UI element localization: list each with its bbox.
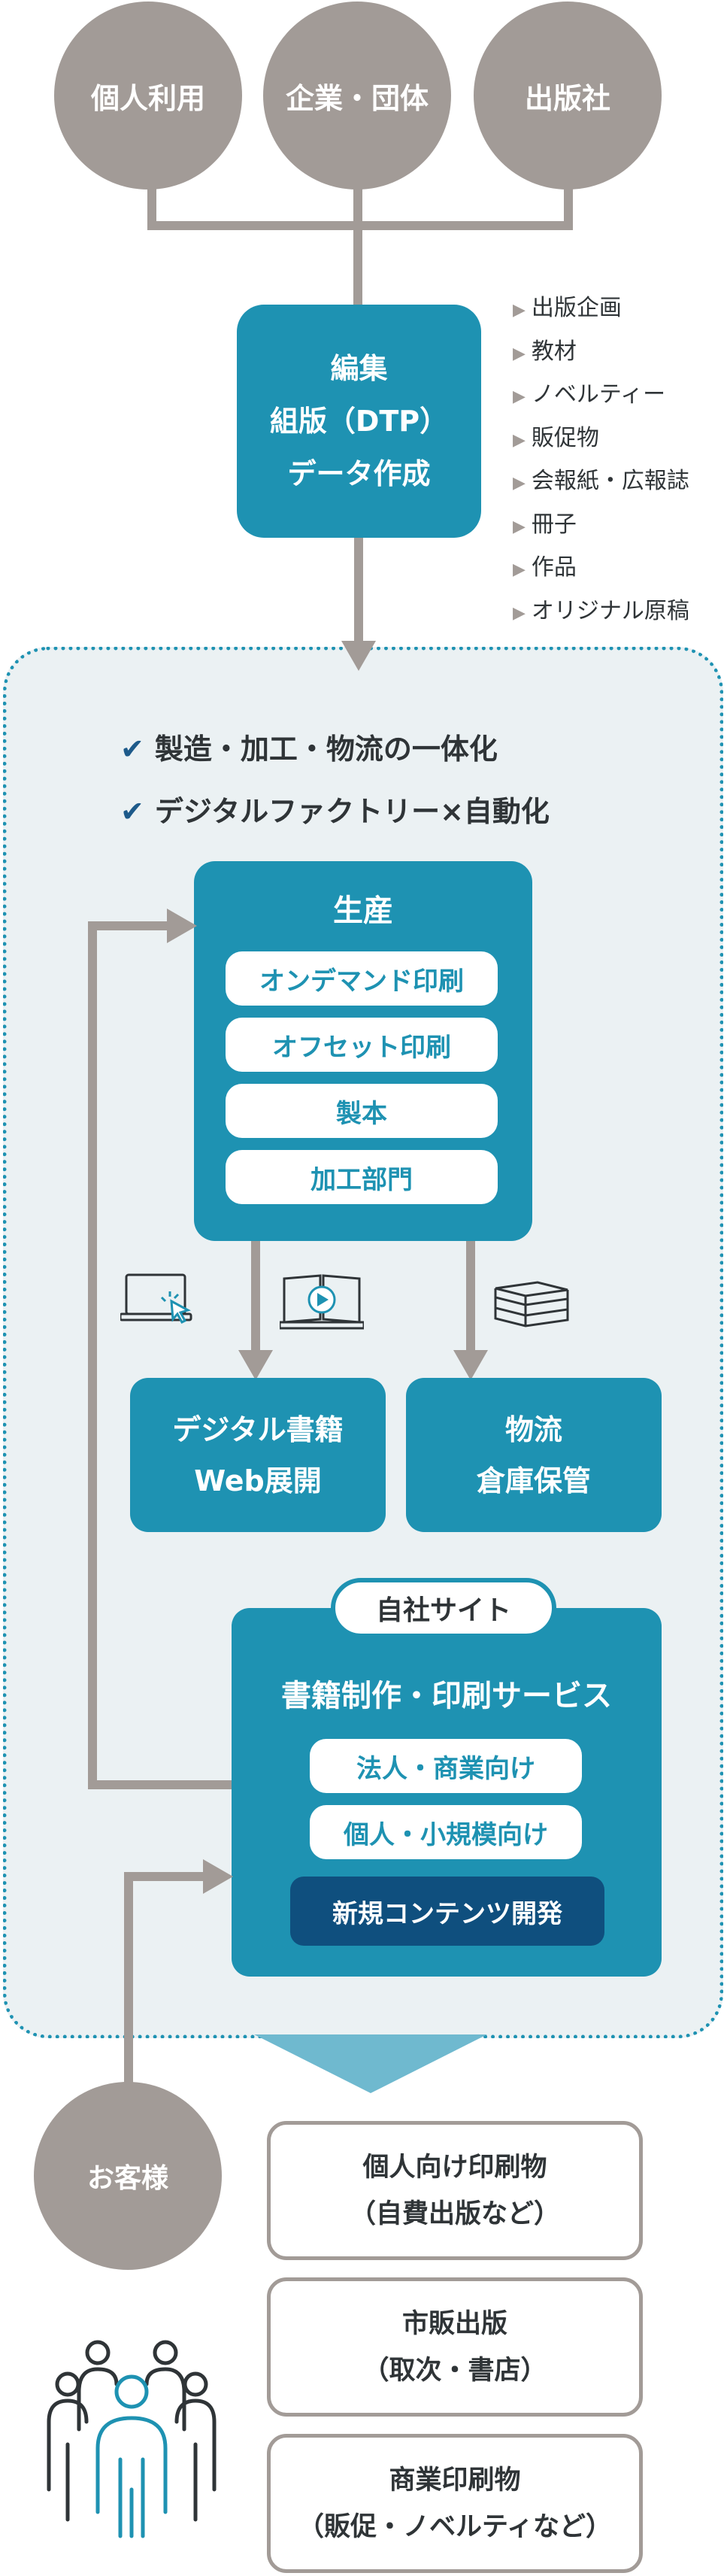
output-line: （取次・書店） — [362, 2355, 547, 2386]
own-site-tab: 自社サイト — [331, 1578, 556, 1638]
source-circle-publisher: 出版社 — [474, 2, 662, 190]
customer-circle: お客様 — [34, 2082, 222, 2270]
triangle-bullet-icon: ▶ — [513, 344, 526, 363]
material-item: ▶教材 — [513, 338, 577, 365]
connector — [564, 188, 573, 230]
output-line: 個人向け印刷物 — [362, 2152, 547, 2183]
triangle-bullet-icon: ▶ — [513, 603, 526, 623]
editing-line: データ作成 — [287, 457, 431, 490]
arrow-head — [203, 1859, 233, 1894]
logistics-line: 物流 — [504, 1412, 562, 1446]
feature-line-1: ✔製造・加工・物流の一体化 — [120, 733, 498, 766]
connector — [147, 221, 573, 230]
arrow-head — [453, 1350, 488, 1380]
output-line: （販促・ノベルティなど） — [298, 2511, 612, 2542]
triangle-bullet-icon: ▶ — [513, 517, 526, 536]
feature-line-2: ✔デジタルファクトリー×自動化 — [120, 795, 550, 828]
output-box-commercial: 商業印刷物 （販促・ノベルティなど） — [267, 2434, 643, 2573]
output-line: 商業印刷物 — [389, 2465, 521, 2496]
material-item: ▶冊子 — [513, 511, 577, 538]
editing-box: 編集 組版（DTP） データ作成 — [237, 305, 481, 538]
connector — [251, 1241, 260, 1354]
digital-book-box: デジタル書籍 Web展開 — [130, 1378, 386, 1532]
people-group-icon — [47, 2340, 217, 2538]
logistics-box: 物流 倉庫保管 — [406, 1378, 662, 1532]
laptop-click-icon — [120, 1273, 192, 1324]
editing-line: 組版（DTP） — [269, 405, 449, 438]
connector — [124, 1872, 133, 2098]
source-circle-individual: 個人利用 — [54, 2, 242, 190]
production-item: 製本 — [226, 1084, 498, 1138]
arrow-head — [341, 641, 376, 671]
own-site-highlight: 新規コンテンツ開発 — [290, 1877, 604, 1946]
book-play-icon — [280, 1274, 364, 1330]
editing-line: 編集 — [330, 352, 388, 385]
own-site-item: 個人・小規模向け — [310, 1805, 582, 1859]
production-title: 生産 — [333, 894, 393, 928]
check-icon: ✔ — [120, 795, 144, 828]
source-label: 出版社 — [524, 81, 610, 115]
own-site-item: 法人・商業向け — [310, 1739, 582, 1793]
output-box-retail: 市販出版 （取次・書店） — [267, 2277, 643, 2417]
arrow-head — [167, 909, 197, 943]
production-item: 加工部門 — [226, 1150, 498, 1204]
output-box-personal: 個人向け印刷物 （自費出版など） — [267, 2121, 643, 2260]
connector — [354, 538, 363, 643]
connector — [88, 921, 97, 1789]
production-item: オフセット印刷 — [226, 1018, 498, 1072]
connector — [466, 1241, 475, 1354]
material-item: ▶販促物 — [513, 424, 599, 451]
chevron-down-icon — [254, 2034, 487, 2093]
material-item: ▶作品 — [513, 554, 577, 581]
connector — [88, 1780, 232, 1789]
materials-list: ▶出版企画 ▶教材 ▶ノベルティー ▶販促物 ▶会報紙・広報誌 ▶冊子 ▶作品 … — [513, 288, 689, 634]
triangle-bullet-icon: ▶ — [513, 560, 526, 579]
production-item: オンデマンド印刷 — [226, 951, 498, 1006]
material-item: ▶出版企画 — [513, 295, 622, 321]
triangle-bullet-icon: ▶ — [513, 301, 526, 320]
source-label: 個人利用 — [90, 81, 205, 115]
arrow-head — [238, 1350, 273, 1380]
material-item: ▶会報紙・広報誌 — [513, 468, 689, 494]
connector — [124, 1872, 207, 1881]
triangle-bullet-icon: ▶ — [513, 430, 526, 450]
connector — [147, 188, 156, 230]
material-item: ▶ノベルティー — [513, 381, 666, 408]
own-site-title: 書籍制作・印刷サービス — [281, 1679, 612, 1713]
connector — [88, 921, 171, 930]
digital-line: Web展開 — [194, 1464, 322, 1497]
source-label: 企業・団体 — [285, 81, 429, 115]
digital-line: デジタル書籍 — [172, 1412, 344, 1446]
logistics-line: 倉庫保管 — [476, 1464, 591, 1497]
check-icon: ✔ — [120, 733, 144, 766]
source-circle-company: 企業・団体 — [263, 2, 451, 190]
customer-label: お客様 — [86, 2163, 168, 2194]
output-line: 市販出版 — [401, 2308, 507, 2339]
material-item: ▶オリジナル原稿 — [513, 597, 689, 624]
triangle-bullet-icon: ▶ — [513, 474, 526, 493]
book-stack-icon — [494, 1281, 569, 1327]
output-line: （自費出版など） — [349, 2198, 560, 2229]
triangle-bullet-icon: ▶ — [513, 387, 526, 406]
connector — [353, 188, 362, 308]
